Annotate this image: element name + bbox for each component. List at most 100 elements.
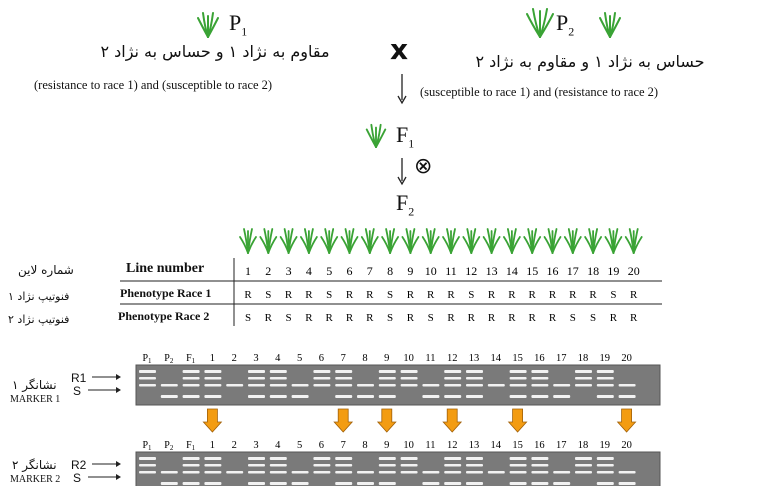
marker1-band-r1-label: R1 [71,371,87,385]
race2-phenotype-cell: S [590,312,596,324]
line-number-cell: 3 [286,264,292,278]
marker2-band-middle [160,471,178,474]
marker2-band-lower [553,482,571,485]
marker1-band-upper [204,370,222,373]
down-arrow-icon [376,408,397,433]
race1-phenotype-cell: S [610,289,616,301]
p2-label: P2 [556,10,575,39]
marker2-band-s-label: S [73,471,82,485]
race2-phenotype-cell: R [488,312,496,324]
marker2-band-upper [248,464,265,467]
race1-label: Phenotype Race 1 [120,286,212,300]
marker1-band-upper [269,370,287,373]
line-number-cell: 20 [628,264,640,278]
race1-phenotype-cell: R [427,289,435,301]
marker1-band-middle [248,384,265,387]
marker2-lane-label: 10 [403,440,414,451]
marker2-band-middle [269,471,287,474]
race2-phenotype-cell: R [305,312,313,324]
marker1-band-upper [139,377,156,380]
marker1-band-upper [335,377,353,380]
f2-plant-icon [279,228,298,254]
marker1-band-lower [378,395,396,398]
marker1-band-lower [335,395,353,398]
marker1-band-middle [291,384,309,387]
marker2-band-lower [618,482,636,485]
marker2-lane-label: 2 [232,440,237,451]
marker2-band-r2-label: R2 [71,458,87,472]
f1-label: F1 [396,122,415,151]
f2-plant-icon [239,228,257,254]
marker1-band-middle [313,384,331,387]
race2-phenotype-cell: R [326,312,334,324]
race1-phenotype-cell: R [285,289,293,301]
race2-phenotype-cell: S [387,312,393,324]
marker2-band-lower [422,482,440,485]
line-number-cell: 16 [547,264,559,278]
marker2-band-upper [400,457,418,460]
race2-label-fa: فنوتیپ نژاد ۲ [8,313,70,326]
marker2-band-lower [291,482,309,485]
marker2-band-lower [204,482,222,485]
marker1-band-middle [139,384,156,387]
line-number-cell: 7 [367,264,373,278]
race1-phenotype-cell: S [326,289,332,301]
marker2-band-middle [291,471,309,474]
race2-phenotype-cell: S [570,312,576,324]
down-arrow-icon [442,408,463,433]
p1-label: P1 [229,10,248,39]
marker2-band-upper [378,457,396,460]
marker1-band-upper [509,370,527,373]
marker1-band-upper [182,377,200,380]
marker2-band-middle [618,471,636,474]
down-arrow-icon [507,408,528,433]
cross-icon: x [390,33,409,66]
race1-phenotype-cell: R [508,289,516,301]
p2-description-fa: حساس به نژاد ۱ و مقاوم به نژاد ۲ [475,52,705,71]
marker1-lane-label: F1 [186,353,196,365]
race2-phenotype-cell: S [286,312,292,324]
marker1-lane-label: 4 [275,353,281,364]
f2-plant-icon [340,228,359,254]
marker2-band-middle [400,471,418,474]
marker1-s-pointer-icon [116,387,121,393]
marker2-band-middle [553,471,571,474]
p1-description-fa: مقاوم به نژاد ۱ و حساس به نژاد ۲ [100,42,330,61]
f1-arrow-head-icon [397,176,407,186]
marker2-band-upper [531,464,549,467]
race2-phenotype-cell: S [245,312,251,324]
f2-plant-icon [442,228,460,254]
marker1-band-middle [400,384,418,387]
marker2-band-upper [596,457,614,460]
marker1-lane-label: 5 [297,353,302,364]
race1-phenotype-cell: R [549,289,557,301]
p2-plant-icon [526,8,554,42]
marker2-lane-label: P2 [164,440,174,452]
marker2-band-upper [139,464,156,467]
marker2-band-middle [139,471,156,474]
marker2-lane-label: 9 [384,440,389,451]
marker1-label: MARKER 1 [10,394,61,405]
marker1-band-upper [248,370,265,373]
marker1-band-upper [182,370,200,373]
marker1-gel-body [135,364,661,406]
marker2-band-middle [466,471,483,474]
f2-plant-icon [503,228,521,254]
marker2-lane-label: 15 [512,440,523,451]
race2-phenotype-cell: R [447,312,455,324]
marker1-band-middle [422,384,440,387]
marker1-band-middle [575,384,592,387]
marker2-band-lower [357,482,374,485]
down-arrow-icon [333,408,354,433]
marker1-lane-label: 13 [469,353,480,364]
marker1-band-middle [509,384,527,387]
line-number-cell: 11 [445,264,457,278]
cross-arrow-head-icon [397,95,407,105]
marker1-lane-label: 3 [253,353,258,364]
race1-phenotype-cell: R [529,289,537,301]
f2-plant-icon [543,228,562,254]
f2-plant-icon [482,228,501,254]
marker2-band-middle [531,471,549,474]
marker2-lane-label: 11 [425,440,435,451]
line-number-label: Line number [126,261,205,276]
